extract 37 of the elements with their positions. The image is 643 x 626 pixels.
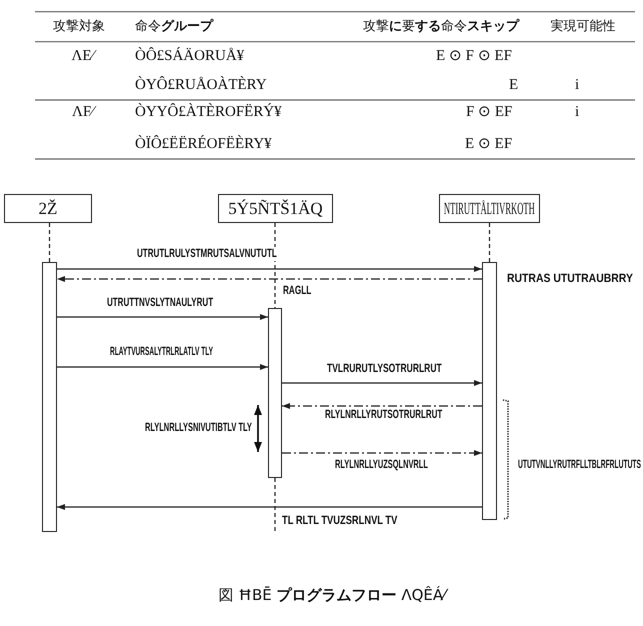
lifeline — [488, 223, 490, 262]
table-text: i — [575, 76, 580, 94]
lifeline-box: NTIRUTTÅLTIVRKOTH — [439, 194, 540, 223]
message-arrow — [282, 450, 482, 456]
column-header: 命令グループ — [135, 20, 213, 34]
lifeline — [48, 223, 50, 262]
column-header: 実現可能性 — [550, 20, 616, 34]
message-arrow — [282, 403, 482, 409]
table-text: ÒYÔ£RUÅOÀTÈRY — [135, 76, 267, 94]
lifeline-box: 2Ž — [4, 194, 92, 223]
message-arrow — [57, 364, 268, 370]
table-text: E — [509, 76, 518, 94]
caption: 図 ĦBĒ プログラムフロー ΛQÊÁ⁄ — [218, 586, 446, 604]
table-text: E ⊙ EF — [465, 136, 512, 153]
activation-bar — [268, 308, 282, 478]
message-arrow — [57, 266, 482, 272]
lifeline — [274, 478, 276, 533]
message-label: UTRUTLRULYSTMRUTSALVNUTUTL — [137, 247, 277, 261]
column-header: 攻撃に要する命令スキップ — [363, 20, 519, 34]
message-arrow — [57, 504, 482, 510]
message-arrow — [282, 380, 482, 386]
message-arrow — [57, 276, 482, 282]
table-text: ÒYYÔ£ÀTÈROFËRÝ¥ — [135, 104, 282, 121]
activation-bar — [482, 262, 497, 520]
table-text: F ⊙ EF — [466, 104, 512, 121]
table-text: ÒÔ£SÁÄORUÅ¥ — [135, 48, 244, 65]
column-header: 攻撃対象 — [53, 20, 105, 34]
table-text: i — [575, 104, 580, 121]
table-text: ÒÏÔ£ËËRÉOFËÈRY¥ — [135, 136, 272, 153]
table-text: E ⊙ F ⊙ EF — [436, 48, 512, 65]
activation-bar — [42, 262, 57, 532]
message-label: RLYLNRLLYUZSQLNVRLL — [335, 458, 428, 472]
message-arrow — [57, 314, 268, 320]
table-text: ΛE⁄ — [72, 48, 94, 65]
lifeline — [274, 223, 276, 308]
lifeline-box: 5Ý5ÑTŠ1ÄQ — [218, 194, 333, 223]
table-text: ΛF⁄ — [72, 104, 94, 121]
